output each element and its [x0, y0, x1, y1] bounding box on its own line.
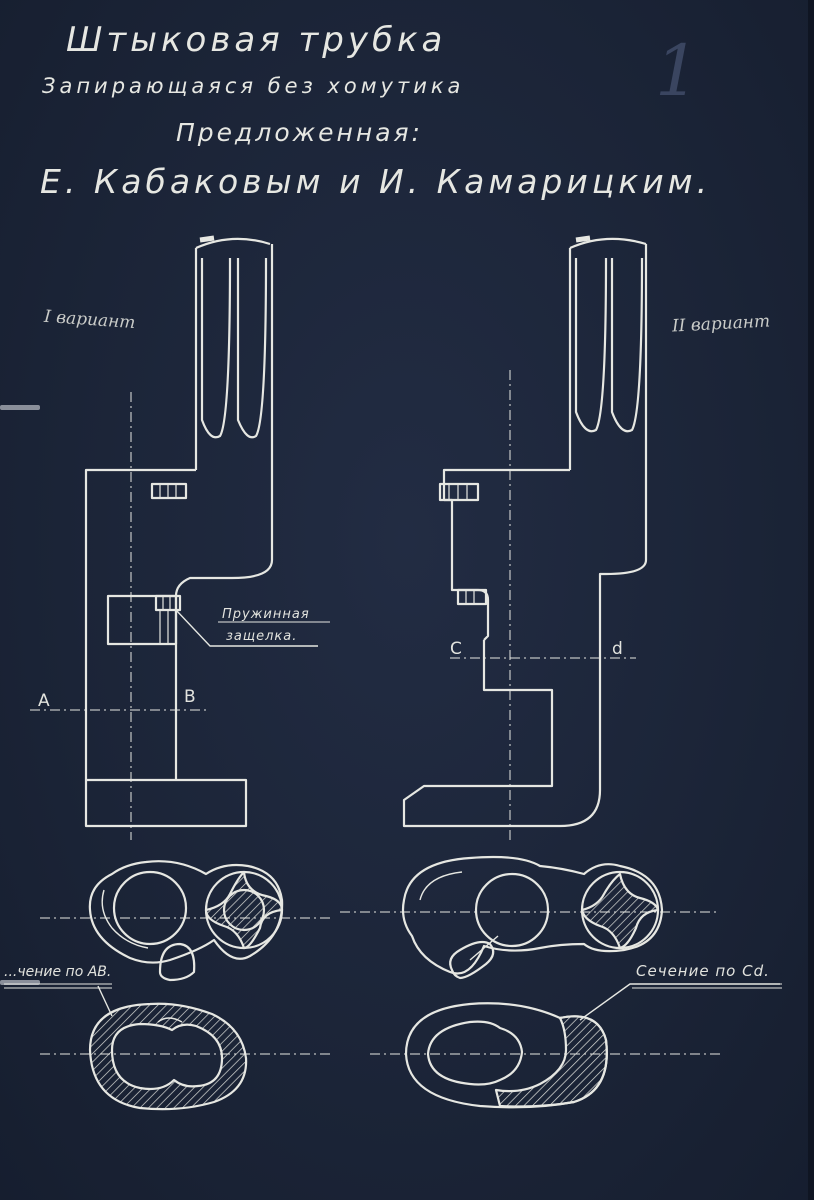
section-cd-title: Сечение по Cd. — [636, 962, 770, 980]
point-b-label: B — [184, 687, 196, 707]
point-a-label: A — [38, 691, 50, 711]
section-ab-title: ...чение по AB. — [4, 964, 111, 980]
variant-1-plan-view — [88, 860, 284, 982]
proposed-by-label: Предложенная: — [176, 118, 423, 147]
section-ab-view — [88, 1002, 248, 1111]
binding-hole-upper — [0, 405, 40, 410]
latch-label-line2: защелка. — [226, 629, 297, 644]
point-c-label: C — [450, 639, 462, 659]
variant-2-plan-view — [401, 855, 664, 980]
section-cd-view — [97, 983, 780, 1109]
variant-1-side-view — [84, 235, 318, 828]
latch-label-line1: Пружинная — [222, 607, 310, 622]
variant-1-centerlines — [30, 392, 210, 840]
drawing-title: Штыковая трубка — [66, 20, 447, 60]
authors-line: Е. Кабаковым и И. Камарицким. — [40, 162, 712, 201]
point-d-label: d — [612, 639, 623, 659]
variant-2-centerlines — [450, 370, 636, 840]
variant-2-side-view — [402, 235, 648, 828]
binding-hole-lower — [0, 980, 40, 985]
drawing-subtitle: Запирающаяся без хомутика — [42, 74, 465, 98]
section-centerlines — [40, 911, 720, 1055]
sheet-edge — [808, 0, 814, 1200]
sheet-number: 1 — [655, 30, 700, 112]
